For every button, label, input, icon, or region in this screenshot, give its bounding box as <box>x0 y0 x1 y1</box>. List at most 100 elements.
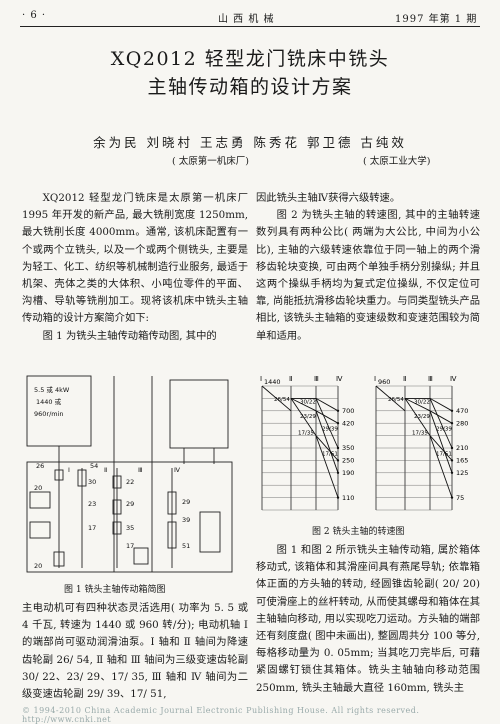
left-speed-ray <box>315 398 339 412</box>
figure-2-caption: 图 2 铣头主轴的转速图 <box>312 527 405 537</box>
figure-2-speed-diagram: Ⅰ Ⅱ Ⅲ Ⅳ 1440 26/54 30/22 23/29 17/35 29/39 17/51 70… <box>260 375 468 511</box>
footer-copyright: © 1994-2010 China Academic Journal Elect… <box>22 706 420 724</box>
right-input-speed: 960 <box>378 378 390 386</box>
authors: 余为民 刘晓村 王志勇 陈秀花 郭卫德 古纯效 <box>93 135 407 150</box>
right-speed-ray <box>429 410 453 473</box>
right-output-point <box>450 446 454 450</box>
left-speed-ray <box>290 397 317 412</box>
left-para-1: XQ2012 轻型龙门铣床是太原第一机床厂 1995 年开发的新产品, 最大铣削… <box>22 192 248 325</box>
left-output-speed: 420 <box>342 419 354 427</box>
right-shaft-label-3: Ⅲ <box>428 375 433 383</box>
right-output-point <box>450 459 454 462</box>
header-rule <box>20 26 480 27</box>
right-speed-ray <box>429 435 453 498</box>
gearbox-housing <box>26 461 233 573</box>
left-output-speed: 110 <box>342 494 354 502</box>
right-speed-ray <box>375 385 406 412</box>
left-output-speed: 700 <box>342 407 354 415</box>
page-number: · 6 · <box>22 10 47 21</box>
left-output-point <box>336 446 340 450</box>
left-gear-ratio: 23/29 <box>300 414 316 420</box>
right-shaft-label-4: Ⅳ <box>450 375 457 383</box>
right-output-point <box>450 471 454 474</box>
figure-1-transmission-diagram: 5.5 或 4kW 1440 或 960r/min 26 54 20 30 22… <box>26 375 233 573</box>
right-speed-ray <box>404 397 431 412</box>
left-column-top: XQ2012 轻型龙门铣床是太原第一机床厂 1995 年开发的新产品, 最大铣削… <box>22 190 248 345</box>
right-para-3: 图 1 和图 2 所示铣头主轴传动箱, 属於箱体移动式, 该箱体和其滑座间具有燕… <box>256 544 480 694</box>
left-speed-ray <box>261 385 292 412</box>
left-output-speed: 350 <box>342 444 354 452</box>
left-gear-ratio: 17/51 <box>322 451 338 457</box>
right-output-point <box>450 409 454 412</box>
title-line-1: XQ2012 轻型龙门铣床中铣头 <box>110 48 390 70</box>
right-output-speed: 75 <box>456 494 464 502</box>
right-output-speed: 165 <box>456 457 468 465</box>
gear-35: 35 <box>126 524 134 532</box>
right-output-point <box>450 422 454 425</box>
right-column-top: 因此铣头主轴Ⅳ获得六级转速。 图 2 为铣头主轴的转速图, 其中的主轴转速数列具… <box>256 190 480 345</box>
gear-22: 22 <box>126 478 134 486</box>
gear-20b: 20 <box>34 562 42 570</box>
left-input-speed: 1440 <box>264 378 281 386</box>
gear-30: 30 <box>88 478 96 486</box>
right-speed-ray <box>429 410 453 424</box>
left-shaft-label-4: Ⅳ <box>336 375 343 383</box>
right-column-bottom: 图 1 和图 2 所示铣头主轴传动箱, 属於箱体移动式, 该箱体和其滑座间具有燕… <box>256 542 480 697</box>
right-gear-ratio: 17/51 <box>436 451 452 457</box>
figure-1-caption: 图 1 铣头主轴传动箱简图 <box>64 585 166 595</box>
right-gear-ratio: 30/22 <box>414 399 430 405</box>
left-para-3: 主电动机可有四种状态灵活选用( 功率为 5. 5 或 4 千瓦, 转速为 144… <box>22 602 248 701</box>
left-output-point <box>336 409 340 412</box>
right-shaft-label-1: Ⅰ <box>374 375 376 383</box>
left-output-speed: 190 <box>342 469 354 477</box>
speed-diagram-left: Ⅰ Ⅱ Ⅲ Ⅳ 1440 26/54 30/22 23/29 17/35 29/39 17/51 70… <box>260 375 354 511</box>
right-para-2: 图 2 为铣头主轴的转速图, 其中的主轴转速数列具有两种公比( 两端为大公比, … <box>256 209 480 342</box>
gear-39: 39 <box>182 516 190 524</box>
affiliation-2: ( 太原工业大学) <box>363 156 431 167</box>
gear-26: 26 <box>36 462 44 470</box>
right-gear-ratio: 17/35 <box>412 430 428 436</box>
right-output-speed: 210 <box>456 444 468 452</box>
motor-label-1: 5.5 或 4kW <box>34 385 70 394</box>
gear-20a: 20 <box>34 484 42 492</box>
left-gear-ratio: 17/35 <box>298 430 314 436</box>
left-column-bottom: 主电动机可有四种状态灵活选用( 功率为 5. 5 或 4 千瓦, 转速为 144… <box>22 600 248 703</box>
right-output-point <box>450 496 454 499</box>
right-output-speed: 470 <box>456 407 468 415</box>
left-speed-ray <box>315 410 339 424</box>
right-speed-ray <box>429 398 453 412</box>
left-gear-ratio: 30/22 <box>300 399 316 405</box>
right-output-speed: 280 <box>456 419 468 427</box>
left-shaft-label-1: Ⅰ <box>260 375 262 383</box>
left-output-point <box>336 459 340 462</box>
gear-23: 23 <box>88 500 96 508</box>
left-shaft-label-3: Ⅲ <box>314 375 319 383</box>
motor-label-3: 960r/min <box>34 410 64 418</box>
gear-17a: 17 <box>88 524 96 532</box>
left-speed-ray <box>315 435 339 461</box>
right-gear-ratio: 29/39 <box>436 427 452 433</box>
left-speed-ray <box>290 398 317 436</box>
gear-29b: 29 <box>182 498 190 506</box>
shaft-label-3: Ⅲ <box>138 466 142 474</box>
journal-name: 山 西 机 械 <box>218 14 275 25</box>
left-gear-ratio: 29/39 <box>322 427 338 433</box>
gear-51: 51 <box>182 542 190 550</box>
right-speed-ray <box>404 398 431 436</box>
gear-17b: 17 <box>126 542 134 550</box>
right-speed-ray <box>429 398 453 449</box>
motor-label-2: 1440 或 <box>36 397 62 406</box>
left-output-point <box>336 496 340 499</box>
left-gear-ratio: 26/54 <box>274 397 290 403</box>
gear-29a: 29 <box>126 500 134 508</box>
title-line-2: 主轴传动箱的设计方案 <box>147 76 353 98</box>
gear-54: 54 <box>90 462 98 470</box>
left-para-2: 图 1 为铣头主轴传动箱传动图, 其中的 <box>42 329 217 342</box>
left-output-point <box>336 471 340 474</box>
affiliation-1: ( 太原第一机床厂) <box>172 156 249 167</box>
left-shaft-label-2: Ⅱ <box>289 375 292 383</box>
issue-label: 1997 年第 1 期 <box>395 14 478 25</box>
left-speed-ray <box>315 410 339 473</box>
right-para-1: 因此铣头主轴Ⅳ获得六级转速。 <box>256 192 401 204</box>
